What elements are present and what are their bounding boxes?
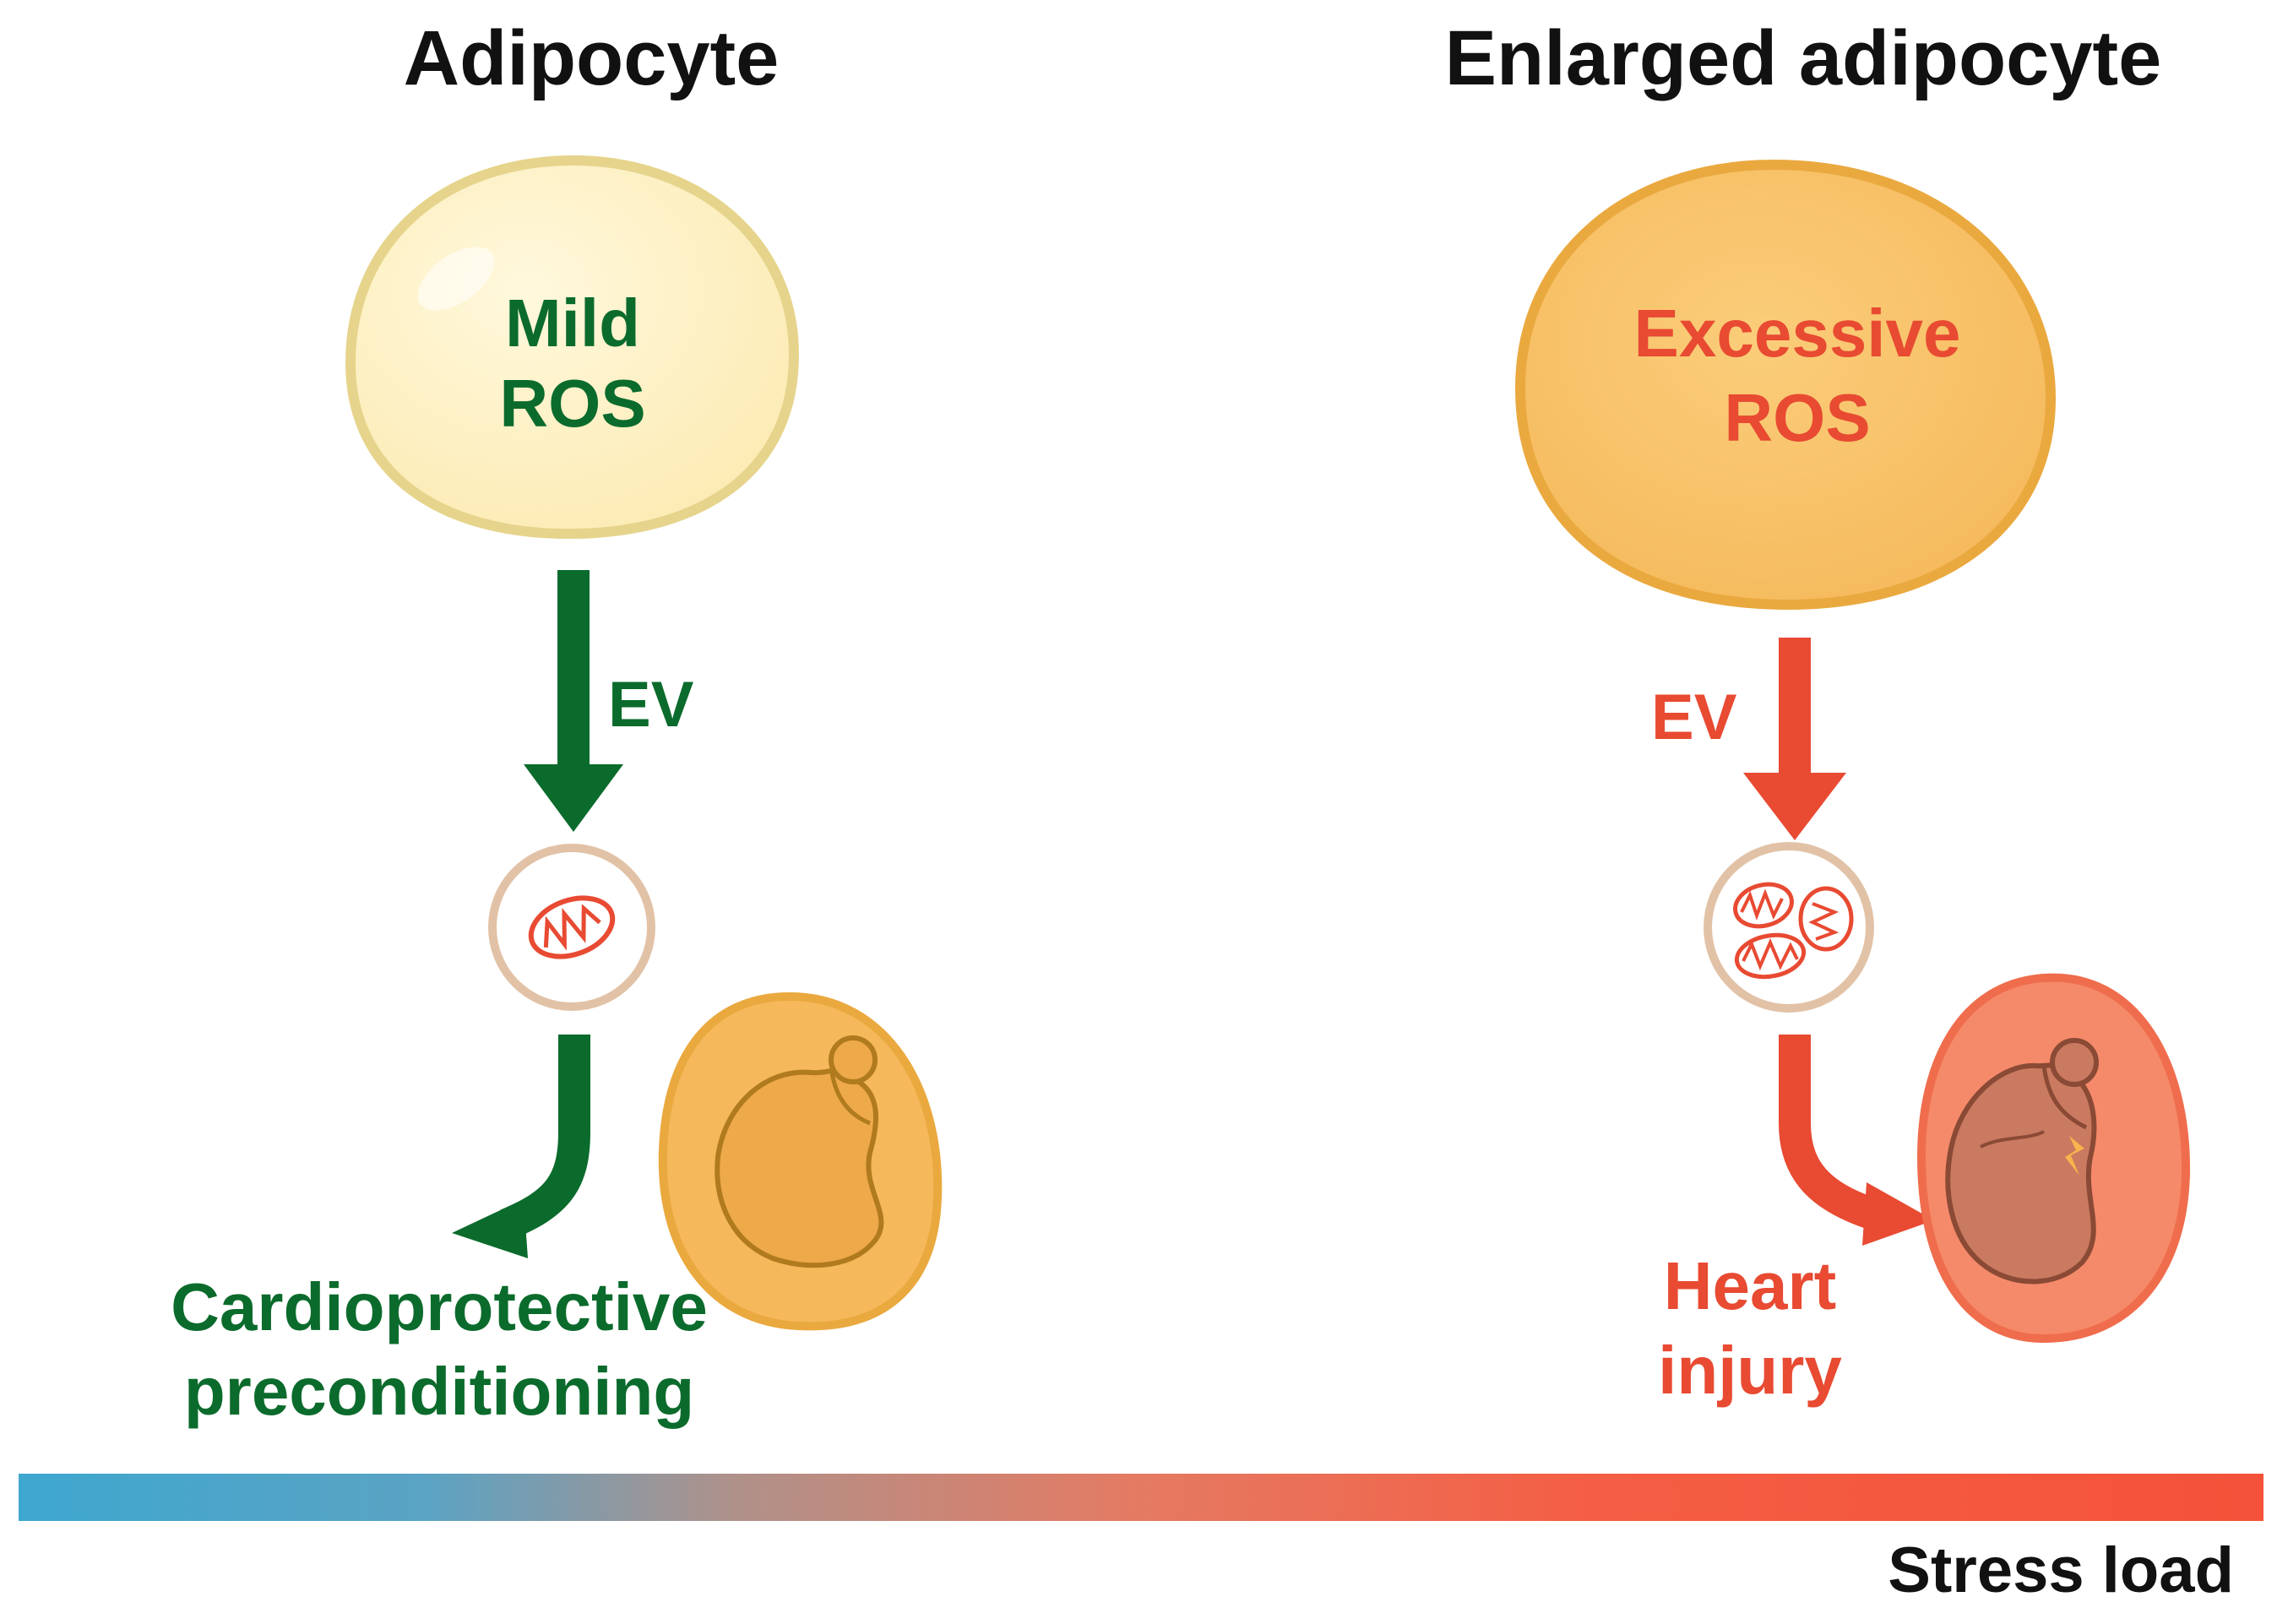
left-outcome-line2: preconditioning	[184, 1354, 694, 1429]
left-ev-label: EV	[608, 669, 694, 741]
cardiomyocyte-cell	[658, 991, 943, 1331]
left-curved-arrow	[452, 1035, 590, 1258]
injured-cardiomyocyte-cell	[1916, 973, 2191, 1344]
excessive-ros-line2: ROS	[1724, 380, 1870, 455]
right-ev-label: EV	[1651, 682, 1737, 753]
right-vesicle	[1704, 842, 1874, 1013]
injury-spark-icon	[2065, 1136, 2084, 1176]
right-curved-arrow	[1779, 1035, 1934, 1246]
right-outcome-line1: Heart	[1664, 1248, 1837, 1323]
mild-ros-line1: Mild	[505, 285, 640, 361]
stress-load-label: Stress load	[1888, 1534, 2234, 1606]
right-outcome-line2: injury	[1658, 1333, 1842, 1408]
left-outcome-line1: Cardioprotective	[171, 1269, 708, 1344]
mild-ros-line2: ROS	[499, 366, 645, 441]
left-ev-arrow	[524, 570, 623, 832]
right-title: Enlarged adipocyte	[1445, 15, 2162, 101]
mitochondrion-icon	[528, 895, 616, 959]
mitochondria-cluster-icon	[1733, 882, 1854, 980]
enlarged-adipocyte-cell	[1514, 159, 2057, 611]
left-title: Adipocyte	[404, 15, 780, 101]
adipocyte-cell	[345, 155, 800, 540]
stress-gradient-bar	[19, 1474, 2263, 1521]
excessive-ros-line1: Excessive	[1633, 296, 1960, 371]
left-vesicle	[488, 844, 655, 1011]
right-ev-arrow	[1743, 638, 1846, 840]
